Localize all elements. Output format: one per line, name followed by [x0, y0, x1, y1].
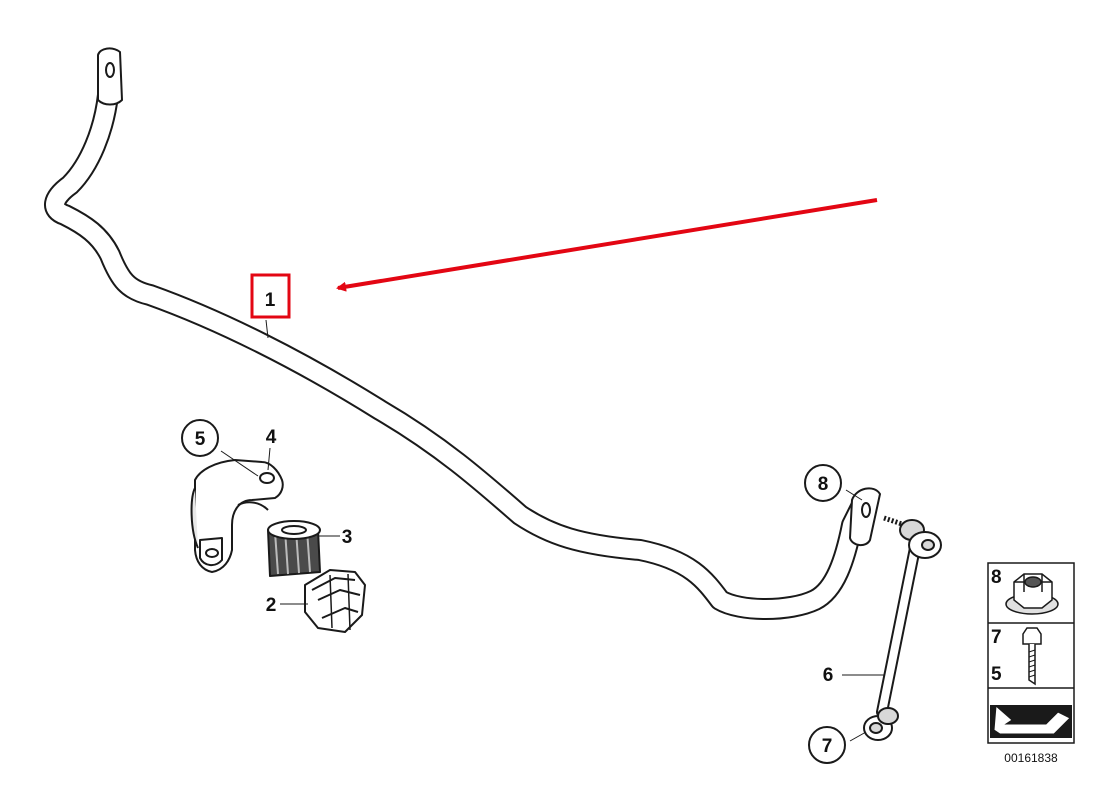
reference-number: 00161838 [1004, 751, 1058, 765]
hardware-legend: 8 7 5 00161838 [987, 562, 1075, 765]
callout-7[interactable]: 7 [822, 736, 833, 757]
callout-8[interactable]: 8 [818, 474, 829, 495]
callout-5-circle [181, 419, 219, 457]
callout-7-circle [808, 726, 846, 764]
stabilizer-link [863, 515, 942, 741]
stabilizer-bar [44, 47, 881, 620]
bolt-icon [1022, 627, 1042, 686]
callout-8-circle [804, 464, 842, 502]
direction-arrow-icon [990, 704, 1072, 738]
callout-5[interactable]: 5 [195, 429, 206, 450]
rubber-mount-housing [190, 459, 284, 573]
callout-1[interactable]: 1 [265, 290, 276, 311]
highlight-box [250, 273, 291, 319]
nut-icon [1005, 573, 1059, 615]
legend-8: 8 [991, 567, 1002, 588]
callout-3[interactable]: 3 [342, 527, 353, 548]
callout-6[interactable]: 6 [823, 665, 834, 686]
callout-4[interactable]: 4 [266, 427, 277, 448]
callout-2[interactable]: 2 [266, 595, 277, 616]
legend-7: 7 [991, 627, 1002, 648]
bracket [304, 569, 366, 633]
rubber-bushing [267, 520, 321, 577]
leader-lines [220, 319, 884, 742]
highlight-arrow [336, 198, 878, 292]
legend-5: 5 [991, 664, 1002, 685]
